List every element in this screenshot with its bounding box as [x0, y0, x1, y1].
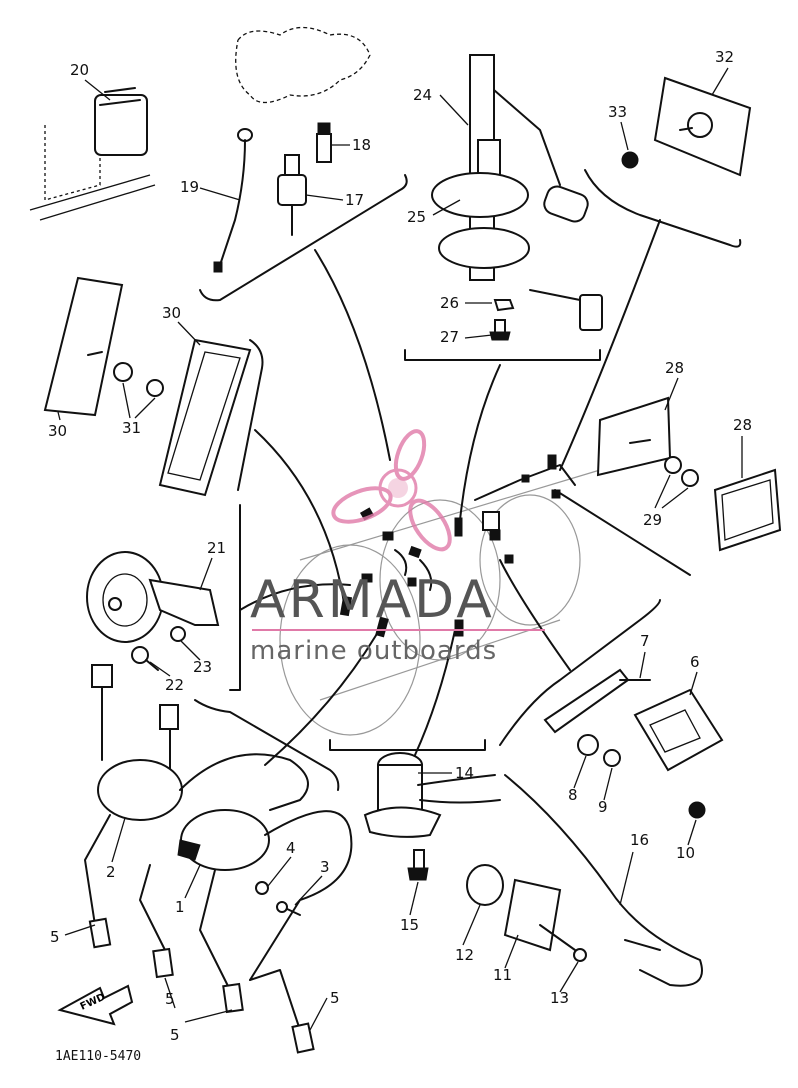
group-brackets	[194, 169, 742, 791]
label-leaders	[57, 67, 743, 1031]
label-21: 21	[207, 539, 226, 557]
leader-lines	[239, 219, 661, 766]
label-5-center: 5	[170, 1026, 180, 1044]
watermark-brand: ARMADA	[250, 570, 495, 630]
part-11-12-13-16-rectifier	[466, 774, 703, 987]
part-number-labels: 20 19 18 17 24 25 26 27 32 33 30 30 31 2…	[48, 48, 752, 1044]
part-14-15-switch	[363, 752, 501, 881]
label-3: 3	[320, 858, 330, 876]
drawing-code: 1AE110-5470	[55, 1049, 141, 1064]
label-5-right: 5	[330, 989, 340, 1007]
label-30-right: 30	[162, 304, 181, 322]
label-12: 12	[455, 946, 474, 964]
label-30-left: 30	[48, 422, 67, 440]
label-27: 27	[440, 328, 459, 346]
connector-hub	[339, 454, 576, 638]
part-30-31-reflectors	[43, 276, 252, 497]
label-25: 25	[407, 208, 426, 226]
label-22: 22	[165, 676, 184, 694]
label-29: 29	[643, 511, 662, 529]
watermark-tagline: marine outboards	[250, 636, 497, 666]
label-20: 20	[70, 61, 89, 79]
part-6-7-8-9-10-cdi	[543, 668, 724, 819]
part-24-25-fuel-sender	[431, 54, 603, 341]
frame-outline	[279, 469, 601, 736]
label-5-left: 5	[50, 928, 60, 946]
watermark: ARMADA marine outboards	[250, 429, 545, 666]
watermark-propeller-icon	[331, 429, 452, 552]
part-28-29-rear-lamps	[596, 396, 782, 552]
label-23: 23	[193, 658, 212, 676]
label-11: 11	[493, 966, 512, 984]
label-17: 17	[345, 191, 364, 209]
label-4: 4	[286, 839, 296, 857]
label-16: 16	[630, 831, 649, 849]
label-7: 7	[640, 632, 650, 650]
label-15: 15	[400, 916, 419, 934]
part-17-18-19-sensors	[213, 26, 371, 273]
label-14: 14	[455, 764, 474, 782]
part-20-relay	[29, 87, 156, 221]
part-1-2-ignition-coils	[84, 664, 353, 1054]
label-2: 2	[106, 863, 116, 881]
label-28-lower: 28	[733, 416, 752, 434]
label-32: 32	[715, 48, 734, 66]
part-32-33-lamp	[621, 76, 752, 177]
label-24: 24	[413, 86, 432, 104]
label-13: 13	[550, 989, 569, 1007]
label-5-mid: 5	[165, 990, 175, 1008]
label-18: 18	[352, 136, 371, 154]
label-33: 33	[608, 103, 627, 121]
label-19: 19	[180, 178, 199, 196]
label-10: 10	[676, 844, 695, 862]
label-9: 9	[598, 798, 608, 816]
label-28-upper: 28	[665, 359, 684, 377]
label-1: 1	[175, 898, 185, 916]
label-6: 6	[690, 653, 700, 671]
label-26: 26	[440, 294, 459, 312]
part-21-22-23-horn	[86, 551, 220, 671]
fwd-arrow: FWD	[57, 984, 134, 1026]
label-8: 8	[568, 786, 578, 804]
label-31: 31	[122, 419, 141, 437]
